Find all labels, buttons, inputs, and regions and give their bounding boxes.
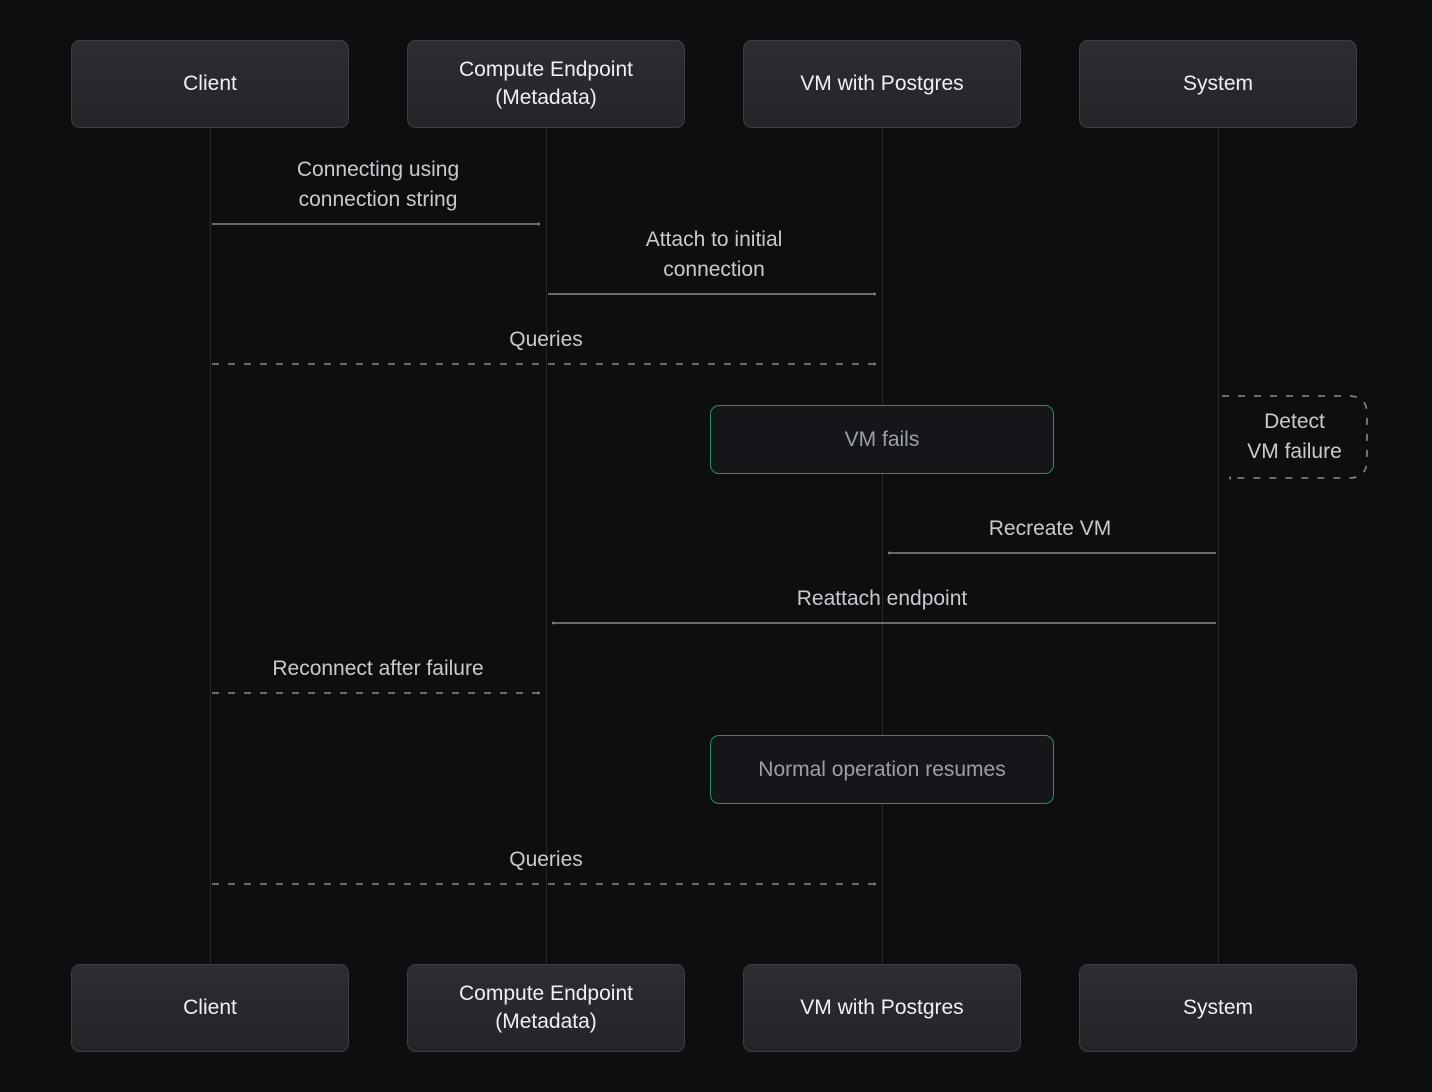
label-line: Attach to initial <box>646 225 783 255</box>
label-line: Reconnect after failure <box>272 654 483 684</box>
label-line: VM fails <box>845 428 920 452</box>
note-box: Normal operation resumes <box>710 735 1054 804</box>
message-label: Queries <box>509 325 583 355</box>
label-line: Detect <box>1247 407 1342 437</box>
label-line: Queries <box>509 325 583 355</box>
label-line: connection string <box>297 185 459 215</box>
label-line: VM failure <box>1247 437 1342 467</box>
message-label: Queries <box>509 845 583 875</box>
message-label: Reattach endpoint <box>797 584 967 614</box>
message-label: Recreate VM <box>989 514 1112 544</box>
self-message-label: DetectVM failure <box>1247 407 1342 467</box>
label-line: Recreate VM <box>989 514 1112 544</box>
label-line: Reattach endpoint <box>797 584 967 614</box>
label-line: connection <box>646 255 783 285</box>
label-line: Normal operation resumes <box>758 758 1005 782</box>
message-label: Connecting usingconnection string <box>297 155 459 215</box>
label-line: Connecting using <box>297 155 459 185</box>
message-label: Reconnect after failure <box>272 654 483 684</box>
note-box: VM fails <box>710 405 1054 474</box>
message-label: Attach to initialconnection <box>646 225 783 285</box>
label-line: Queries <box>509 845 583 875</box>
